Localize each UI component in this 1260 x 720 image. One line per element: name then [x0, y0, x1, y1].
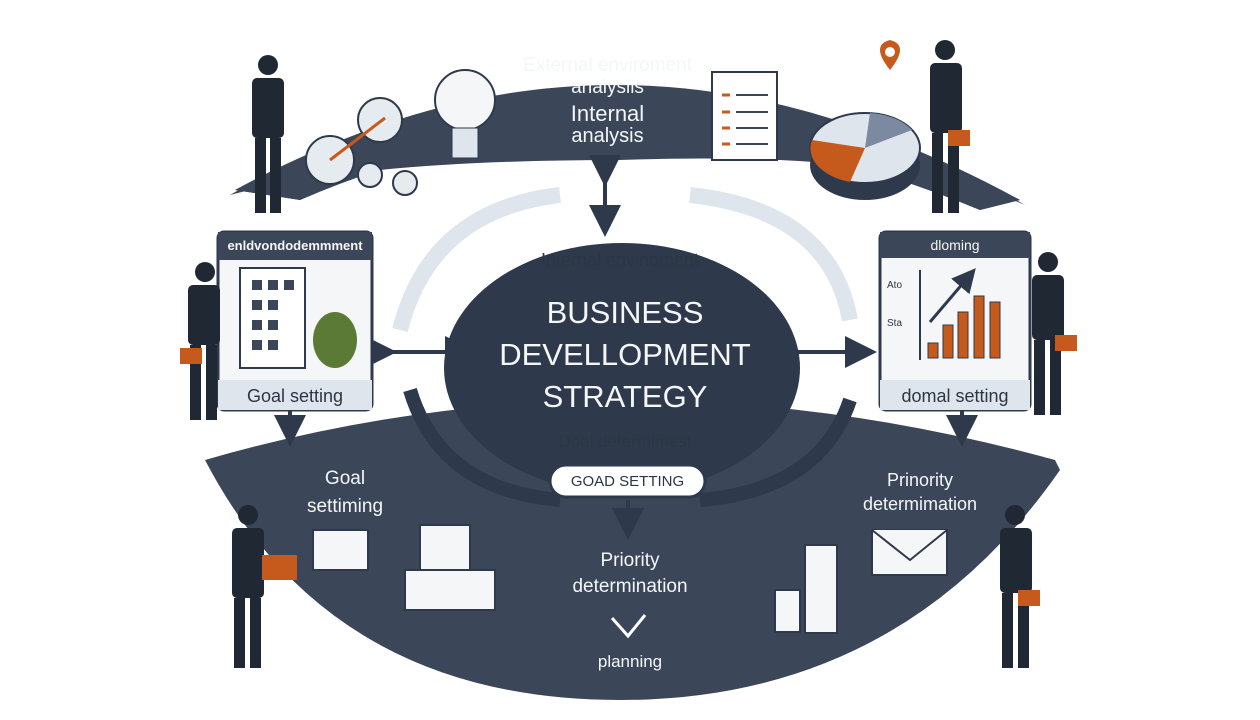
right-panel-header: dloming	[930, 237, 980, 253]
prinority-label: Prinority	[886, 470, 953, 490]
priority-label: Priority	[600, 550, 660, 571]
bar-chart-icon	[927, 295, 1001, 359]
internal-environment-label: Internal envinoment	[540, 250, 700, 270]
chart-axis-bottom-label: Sta	[887, 318, 903, 329]
internal-analysis-label: analysis	[571, 125, 644, 147]
lightbulb-icon	[434, 69, 496, 159]
determination-label: determination	[572, 576, 688, 597]
prinority-determimation-text: Prinority determimation	[840, 468, 1000, 516]
businessperson-figures	[180, 40, 1077, 668]
chart-axis-top-label: Ato	[887, 280, 903, 291]
goad-setting-label: GOAD SETTING	[570, 473, 685, 490]
bottom-band	[205, 400, 1060, 700]
checkmark-icon	[610, 614, 647, 639]
determimation-label: determimation	[862, 494, 978, 514]
right-panel-domal-setting: domal setting	[901, 386, 1009, 406]
top-band-text: External enviroment analysiis Internal a…	[500, 55, 715, 147]
left-panel-goal-setting: Goal setting	[246, 386, 344, 406]
bar-graph-icon	[774, 544, 838, 634]
cycle-arrow-bottom	[403, 387, 561, 507]
title-line-1: BUSINESS	[546, 295, 704, 330]
center-title: BUSINESS DEVELLOPMENT STRATEGY	[460, 292, 790, 418]
goal-settiming-text: Goal settiming	[285, 465, 405, 521]
pie-chart-icon	[809, 112, 921, 200]
title-line-3: STRATEGY	[542, 379, 708, 414]
external-environment-label: External enviroment	[523, 55, 692, 76]
goal-label: Goal	[324, 468, 366, 489]
envelope-icon	[871, 529, 948, 576]
doal-determimest-label: Doal determimest	[558, 432, 692, 451]
left-panel-header: enldvondodemmment	[227, 238, 363, 253]
location-pin-icon	[880, 40, 900, 70]
cycle-arrow-top-left	[392, 187, 561, 332]
checklist-icon	[711, 71, 778, 161]
plant-icon	[313, 312, 357, 368]
priority-determination-text: Priority determination	[530, 548, 730, 600]
analysis-label: analysiis	[571, 77, 644, 98]
settiming-label: settiming	[306, 496, 384, 517]
internal-label: Internal	[570, 101, 645, 126]
boxes-icon	[312, 524, 496, 611]
planning-label: planning	[597, 652, 663, 671]
title-line-2: DEVELLOPMENT	[499, 337, 751, 372]
center-ellipse	[444, 243, 800, 493]
goad-setting-pill	[548, 463, 707, 499]
